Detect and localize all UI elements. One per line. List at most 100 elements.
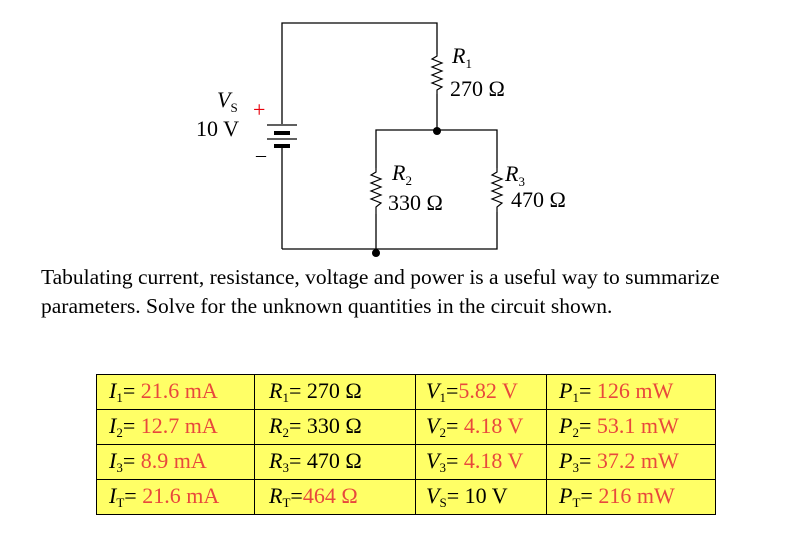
voltage-cell: V3= 4.18 V bbox=[415, 444, 547, 480]
battery-symbol bbox=[267, 124, 297, 148]
battery-plus-sign: + bbox=[253, 97, 265, 122]
r1-value: 270 Ω bbox=[450, 76, 505, 101]
resistor-r3-zigzag bbox=[490, 168, 504, 212]
equals-sign: = bbox=[580, 483, 599, 508]
current-cell: IT= 21.6 mA bbox=[96, 479, 255, 515]
resistor-r2-zigzag bbox=[369, 168, 383, 214]
equals-sign: = bbox=[445, 413, 464, 438]
voltage-cell: VS= 10 V bbox=[415, 479, 547, 515]
quantity-symbol: R bbox=[269, 413, 283, 438]
r1-label: R1 bbox=[451, 43, 472, 71]
circuit-diagram: + – VS 10 V R1 270 Ω R2 330 Ω R3 470 Ω bbox=[196, 22, 566, 257]
quantity-subscript: T bbox=[572, 495, 581, 510]
quantity-value: 470 Ω bbox=[306, 448, 362, 473]
quantity-subscript: 2 bbox=[439, 425, 446, 440]
quantity-value: 464 Ω bbox=[302, 483, 358, 508]
power-cell: P2= 53.1 mW bbox=[546, 409, 716, 445]
equals-sign: = bbox=[122, 378, 141, 403]
equals-sign: = bbox=[578, 378, 597, 403]
quantity-symbol: V bbox=[426, 448, 440, 473]
source-label: VS bbox=[217, 87, 238, 115]
quantity-symbol: P bbox=[559, 448, 573, 473]
resistance-cell: R3= 470 Ω bbox=[254, 444, 416, 480]
quantity-value: 21.6 mA bbox=[142, 483, 220, 508]
quantity-value: 4.18 V bbox=[463, 448, 524, 473]
quantity-symbol: P bbox=[559, 378, 573, 403]
quantity-value: 5.82 V bbox=[458, 378, 518, 403]
quantity-subscript: 1 bbox=[116, 390, 123, 405]
junction-bottom-dot bbox=[372, 249, 380, 257]
quantity-value: 53.1 mW bbox=[596, 413, 679, 438]
equals-sign: = bbox=[288, 378, 307, 403]
quantity-subscript: 3 bbox=[572, 460, 579, 475]
quantity-subscript: 2 bbox=[572, 425, 579, 440]
junction-top-dot bbox=[433, 127, 441, 135]
quantity-subscript: 1 bbox=[439, 390, 446, 405]
quantity-symbol: V bbox=[426, 483, 440, 508]
quantity-symbol: V bbox=[426, 413, 440, 438]
current-cell: I1= 21.6 mA bbox=[96, 374, 255, 410]
resistance-cell: R1= 270 Ω bbox=[254, 374, 416, 410]
quantity-symbol: I bbox=[109, 378, 117, 403]
quantity-value: 21.6 mA bbox=[140, 378, 218, 403]
r3-label: R3 bbox=[504, 161, 525, 189]
wire-bottom-loop bbox=[282, 212, 498, 250]
power-cell: P3= 37.2 mW bbox=[546, 444, 716, 480]
equals-sign: = bbox=[124, 483, 143, 508]
quantity-subscript: 3 bbox=[116, 460, 123, 475]
quantity-symbol: R bbox=[269, 483, 283, 508]
quantity-symbol: I bbox=[109, 483, 117, 508]
quantity-symbol: I bbox=[109, 413, 117, 438]
quantity-value: 10 V bbox=[464, 483, 508, 508]
r2-label: R2 bbox=[391, 160, 412, 188]
quantity-subscript: 2 bbox=[116, 425, 123, 440]
equals-sign: = bbox=[445, 448, 464, 473]
resistance-cell: R2= 330 Ω bbox=[254, 409, 416, 445]
equals-sign: = bbox=[288, 413, 307, 438]
quantity-subscript: 1 bbox=[282, 390, 289, 405]
battery-minus-sign: – bbox=[255, 144, 267, 166]
quantity-value: 216 mW bbox=[598, 483, 675, 508]
quantity-subscript: S bbox=[439, 495, 447, 510]
quantity-subscript: T bbox=[282, 495, 291, 510]
quantity-value: 330 Ω bbox=[306, 413, 362, 438]
equals-sign: = bbox=[122, 413, 141, 438]
equals-sign: = bbox=[445, 378, 459, 403]
quantity-symbol: V bbox=[426, 378, 440, 403]
power-cell: P1= 126 mW bbox=[546, 374, 716, 410]
quantity-value: 12.7 mA bbox=[140, 413, 218, 438]
current-cell: I3= 8.9 mA bbox=[96, 444, 255, 480]
quantity-value: 8.9 mA bbox=[140, 448, 207, 473]
quantity-symbol: P bbox=[559, 413, 573, 438]
equals-sign: = bbox=[578, 448, 597, 473]
quantity-subscript: T bbox=[116, 495, 125, 510]
equals-sign: = bbox=[288, 448, 307, 473]
equals-sign: = bbox=[122, 448, 141, 473]
resistance-cell: RT=464 Ω bbox=[254, 479, 416, 515]
quantity-symbol: I bbox=[109, 448, 117, 473]
r3-value: 470 Ω bbox=[511, 187, 566, 212]
current-cell: I2= 12.7 mA bbox=[96, 409, 255, 445]
equals-sign: = bbox=[290, 483, 303, 508]
quantity-value: 4.18 V bbox=[463, 413, 524, 438]
problem-statement: Tabulating current, resistance, voltage … bbox=[41, 265, 720, 318]
quantity-subscript: 3 bbox=[282, 460, 289, 475]
quantity-symbol: R bbox=[269, 448, 283, 473]
power-cell: PT= 216 mW bbox=[546, 479, 716, 515]
voltage-cell: V2= 4.18 V bbox=[415, 409, 547, 445]
quantity-value: 270 Ω bbox=[306, 378, 362, 403]
source-value: 10 V bbox=[196, 116, 239, 141]
quantity-subscript: 2 bbox=[282, 425, 289, 440]
equals-sign: = bbox=[578, 413, 597, 438]
quantity-value: 126 mW bbox=[596, 378, 674, 403]
quantity-subscript: 3 bbox=[439, 460, 446, 475]
quantity-subscript: 1 bbox=[572, 390, 579, 405]
quantity-symbol: P bbox=[559, 483, 573, 508]
equals-sign: = bbox=[446, 483, 465, 508]
wire-top-loop bbox=[281, 22, 438, 124]
